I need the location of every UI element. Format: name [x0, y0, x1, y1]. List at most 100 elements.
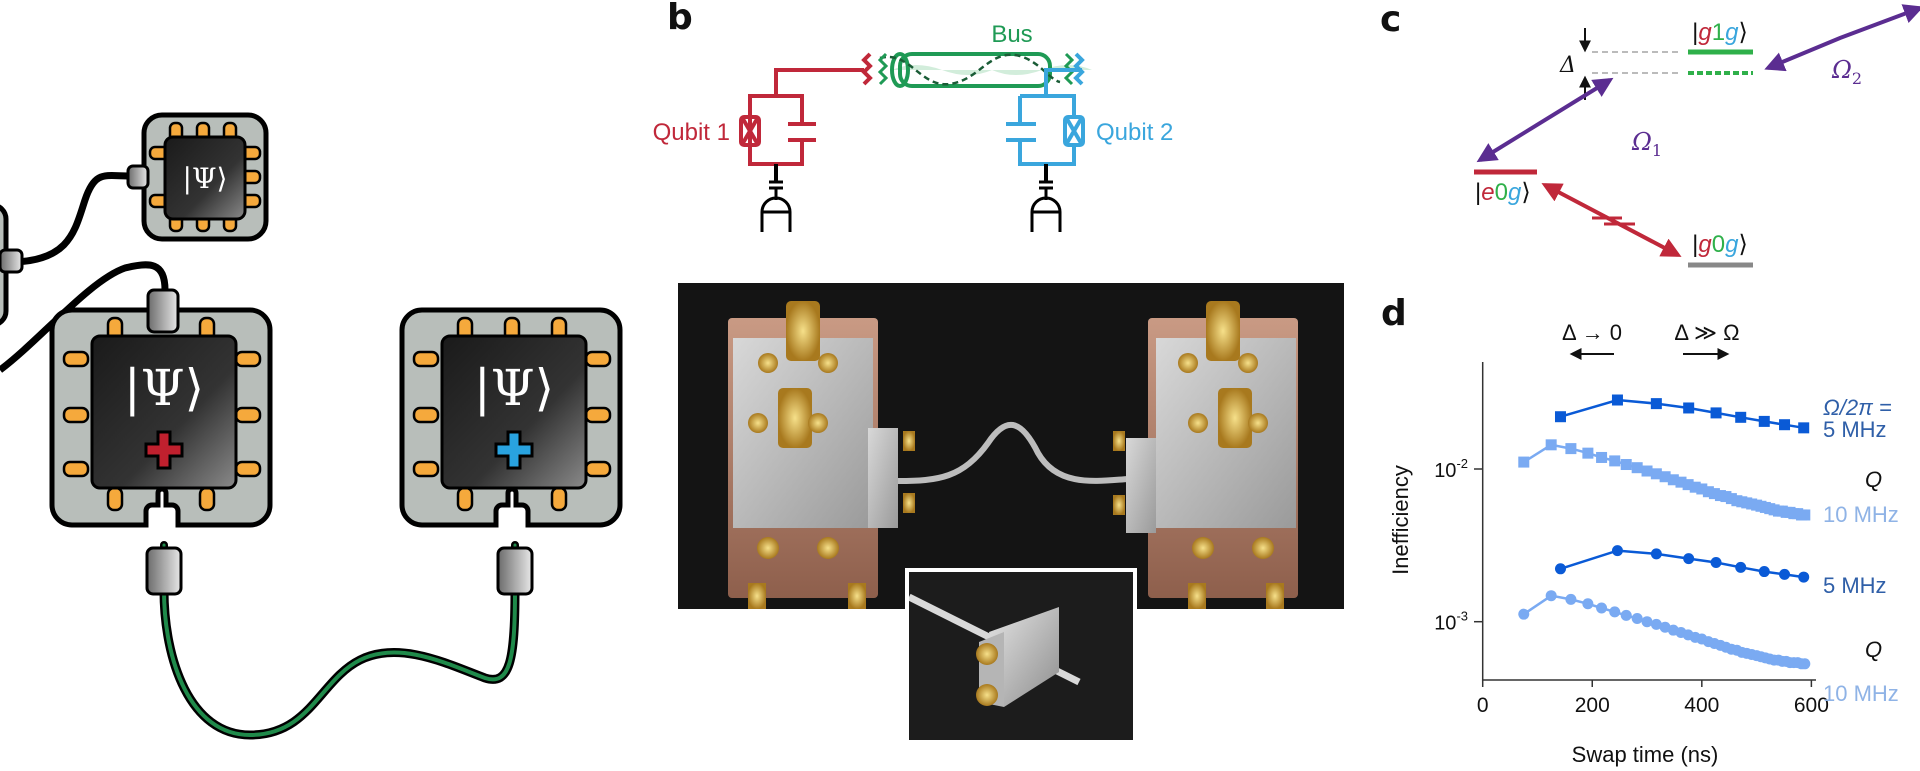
- connector: [126, 164, 150, 190]
- data-point: [1518, 608, 1530, 620]
- panel-a-illustration: |Ψ⟩ |Ψ⟩ |Ψ⟩: [0, 112, 623, 740]
- omega2-arrow: [1764, 4, 1920, 72]
- data-point: [1683, 402, 1695, 414]
- data-point: [1641, 465, 1653, 477]
- data-point: [1609, 455, 1621, 467]
- series-label: 10 MHz: [1823, 681, 1899, 706]
- series-2: [1554, 545, 1810, 583]
- qubit-2-label: Qubit 2: [1096, 119, 1173, 146]
- data-point: [1659, 471, 1671, 483]
- data-point: [1609, 606, 1621, 618]
- y-tick-label: 10-2: [1434, 456, 1468, 482]
- data-point: [1611, 394, 1623, 406]
- x-tick-label: 0: [1477, 694, 1489, 717]
- y-tick-label: 10-3: [1434, 609, 1468, 635]
- series-label: 5 MHz: [1823, 573, 1887, 598]
- data-point: [1631, 612, 1643, 624]
- qubit-2-circuit: [1006, 52, 1085, 182]
- connector: [146, 288, 180, 334]
- panel-letter-d: d: [1381, 293, 1407, 334]
- data-point: [1779, 419, 1791, 431]
- x-tick-label: 600: [1794, 694, 1829, 717]
- data-point: [1708, 488, 1720, 500]
- cable-black-upper: [9, 172, 131, 266]
- series-3: [1518, 590, 1811, 670]
- chip-state-label: |Ψ⟩: [124, 359, 204, 417]
- panel-letter-b: b: [667, 0, 693, 38]
- state-g1g: |g1g⟩: [1692, 19, 1748, 46]
- series-label: Q: [1865, 637, 1882, 662]
- data-point: [1702, 486, 1714, 498]
- data-point: [1683, 553, 1695, 565]
- annotation-delta-gg-omega: Δ ≫ Ω: [1674, 320, 1739, 345]
- plus-icon-blue: [494, 430, 534, 470]
- data-point: [1798, 422, 1810, 434]
- panel-c-level-diagram: Δ |g1g⟩ Ω1 Ω2 |e0g⟩ |g0g⟩: [1474, 4, 1920, 268]
- series-label: 10 MHz: [1823, 502, 1899, 527]
- panel-b-circuit-diagram: Bus Qubit 1 Qubit 2: [653, 21, 1173, 232]
- data-point: [1611, 545, 1623, 557]
- left-chip: |Ψ⟩: [49, 288, 273, 528]
- series-label: 5 MHz: [1823, 417, 1887, 442]
- data-point: [1596, 602, 1608, 614]
- y-axis-label: Inefficiency: [1388, 465, 1413, 575]
- data-point: [1545, 590, 1557, 602]
- cable-green: [159, 589, 520, 740]
- connector: [496, 546, 534, 596]
- partial-chip-left: [0, 204, 24, 326]
- data-point: [1735, 411, 1747, 423]
- data-point: [1565, 443, 1577, 455]
- data-point: [1518, 456, 1530, 468]
- readout-icon: [760, 180, 792, 232]
- chip-state-label: |Ψ⟩: [474, 359, 554, 417]
- data-point: [1641, 616, 1653, 628]
- data-point: [1689, 481, 1701, 493]
- state-g0g: |g0g⟩: [1692, 231, 1748, 258]
- chip-state-label: |Ψ⟩: [183, 162, 228, 195]
- omega1-label: Ω1: [1631, 128, 1662, 160]
- data-point: [1620, 609, 1632, 621]
- data-point: [1554, 563, 1566, 575]
- data-point: [1758, 566, 1770, 578]
- panel-letter-c: c: [1380, 0, 1402, 40]
- dashed-guide-lines: [1592, 51, 1682, 74]
- inset-photo-frame: [905, 568, 1137, 744]
- series-0: [1554, 394, 1810, 434]
- x-axis-label: Swap time (ns): [1572, 742, 1719, 767]
- data-point: [1758, 415, 1770, 427]
- series-label: Ω/2π =: [1823, 395, 1892, 420]
- data-point: [1735, 561, 1747, 573]
- x-tick-label: 200: [1575, 694, 1610, 717]
- data-point: [1799, 658, 1811, 670]
- data-point: [1582, 598, 1594, 610]
- axes: [1481, 362, 1816, 681]
- qubit-1-circuit: [739, 52, 873, 182]
- data-point: [1631, 462, 1643, 474]
- inefficiency-chart: Δ → 0 Δ ≫ Ω 0 200 400 600 10-2 10-3 Swap tim…: [1388, 320, 1899, 767]
- data-point: [1554, 411, 1566, 423]
- small-chip: |Ψ⟩: [126, 112, 269, 242]
- delta-label: Δ: [1559, 53, 1576, 78]
- inset-photo: [909, 572, 1133, 740]
- cable-black-lower: [0, 261, 169, 373]
- readout-icon: [1030, 180, 1062, 232]
- data-point: [1675, 476, 1687, 488]
- data-point: [1779, 568, 1791, 580]
- data-point: [1620, 459, 1632, 471]
- data-point: [1710, 557, 1722, 569]
- data-point: [1650, 398, 1662, 410]
- data-point: [1650, 618, 1662, 630]
- data-point: [1565, 593, 1577, 605]
- series-1: [1518, 439, 1811, 521]
- omega1-arrow: [1476, 77, 1614, 163]
- data-point: [1596, 451, 1608, 463]
- connector: [0, 248, 24, 274]
- data-point: [1682, 479, 1694, 491]
- connector: [145, 546, 183, 596]
- data-point: [1710, 407, 1722, 419]
- data-point: [1582, 447, 1594, 459]
- annotation-delta-to-zero: Δ → 0: [1562, 320, 1622, 345]
- x-tick-label: 400: [1684, 694, 1719, 717]
- series-label: Q: [1865, 467, 1882, 492]
- data-point: [1545, 439, 1557, 451]
